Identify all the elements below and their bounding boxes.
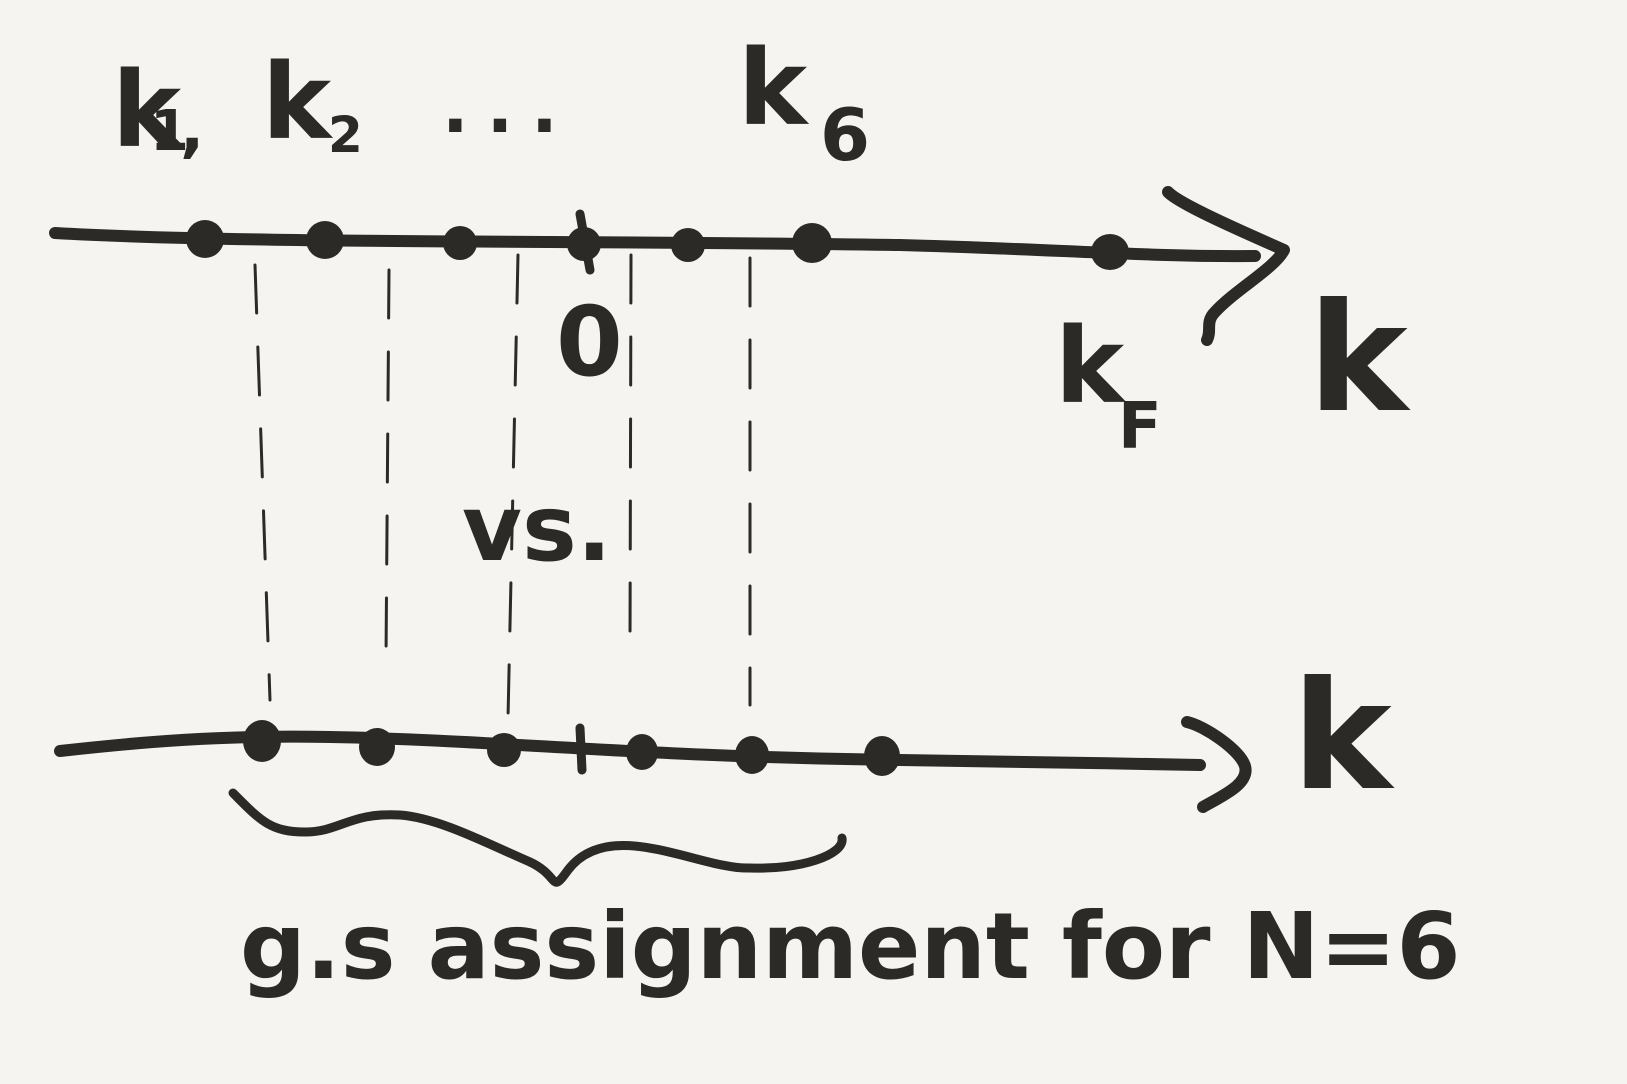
top-axis-arrowhead [1162,186,1290,346]
top-point-k5 [671,228,705,262]
bottom-point-1 [243,720,281,762]
occupied-brace [228,788,847,887]
bottom-axis-line [54,730,1206,771]
guide-4 [628,253,633,647]
top-point-k2 [306,221,344,259]
bottom-point-4 [626,734,658,770]
top-axis-label: k [1308,272,1411,446]
top-point-k1 [186,220,224,258]
label-sub-1: 1 [150,99,189,164]
top-point-labels: k 1 , k 2 ... k 6 k F k 0 [112,27,1411,464]
bottom-point-6 [864,736,900,776]
bottom-point-5 [735,736,769,774]
top-axis-line [49,227,1261,263]
bottom-origin-tick [575,723,587,775]
comparison-text: vs. [462,475,612,582]
label-comma: , [180,92,204,166]
label-k-2: k [262,41,334,163]
guide-1 [253,263,272,702]
label-kF-sub: F [1118,390,1162,464]
bottom-point-2 [359,728,395,766]
bottom-axis-arrowhead [1181,716,1252,813]
label-kF: k [1055,305,1127,427]
label-ellipsis: ... [442,67,576,149]
label-sub-6: 6 [820,93,870,177]
caption: g.s assignment for N=6 [240,893,1461,1000]
bottom-axis-points [243,720,900,776]
label-k-1: k [112,49,184,171]
dashed-guides [253,253,752,720]
top-origin-tick [575,209,595,275]
top-point-k3 [443,226,477,260]
bottom-axis-label: k [1292,650,1395,824]
top-point-kF [1091,234,1129,270]
label-k-6: k [738,27,810,149]
origin-label: 0 [556,286,623,398]
label-sub-2: 2 [328,106,363,164]
top-point-k6 [792,223,832,263]
bottom-point-3 [487,733,521,767]
guide-2 [384,268,391,660]
